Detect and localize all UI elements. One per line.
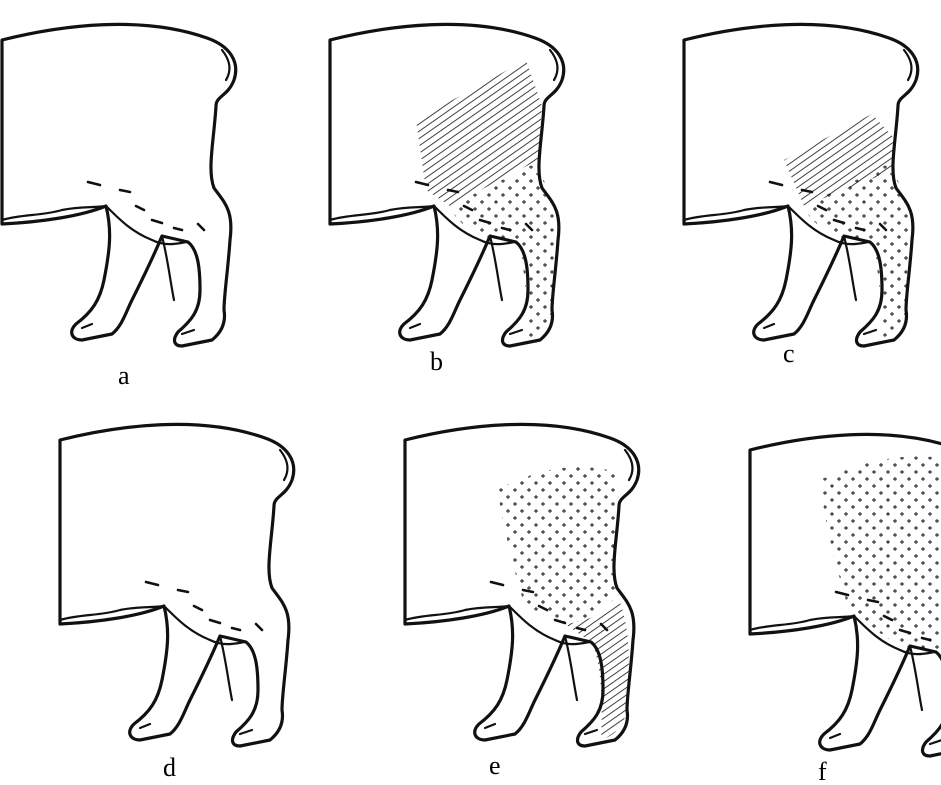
panel-label-a: a [118, 361, 130, 390]
panel-a [2, 24, 236, 346]
panel-d [60, 424, 294, 746]
panel-f [750, 434, 941, 756]
panel-label-d: d [163, 753, 176, 782]
panel-e [405, 424, 639, 746]
panel-label-c: c [783, 339, 795, 368]
panel-label-b: b [430, 347, 443, 376]
panel-label-e: e [489, 751, 501, 780]
panel-label-f: f [818, 757, 827, 785]
panel-c [684, 24, 918, 346]
panel-b [330, 24, 564, 346]
